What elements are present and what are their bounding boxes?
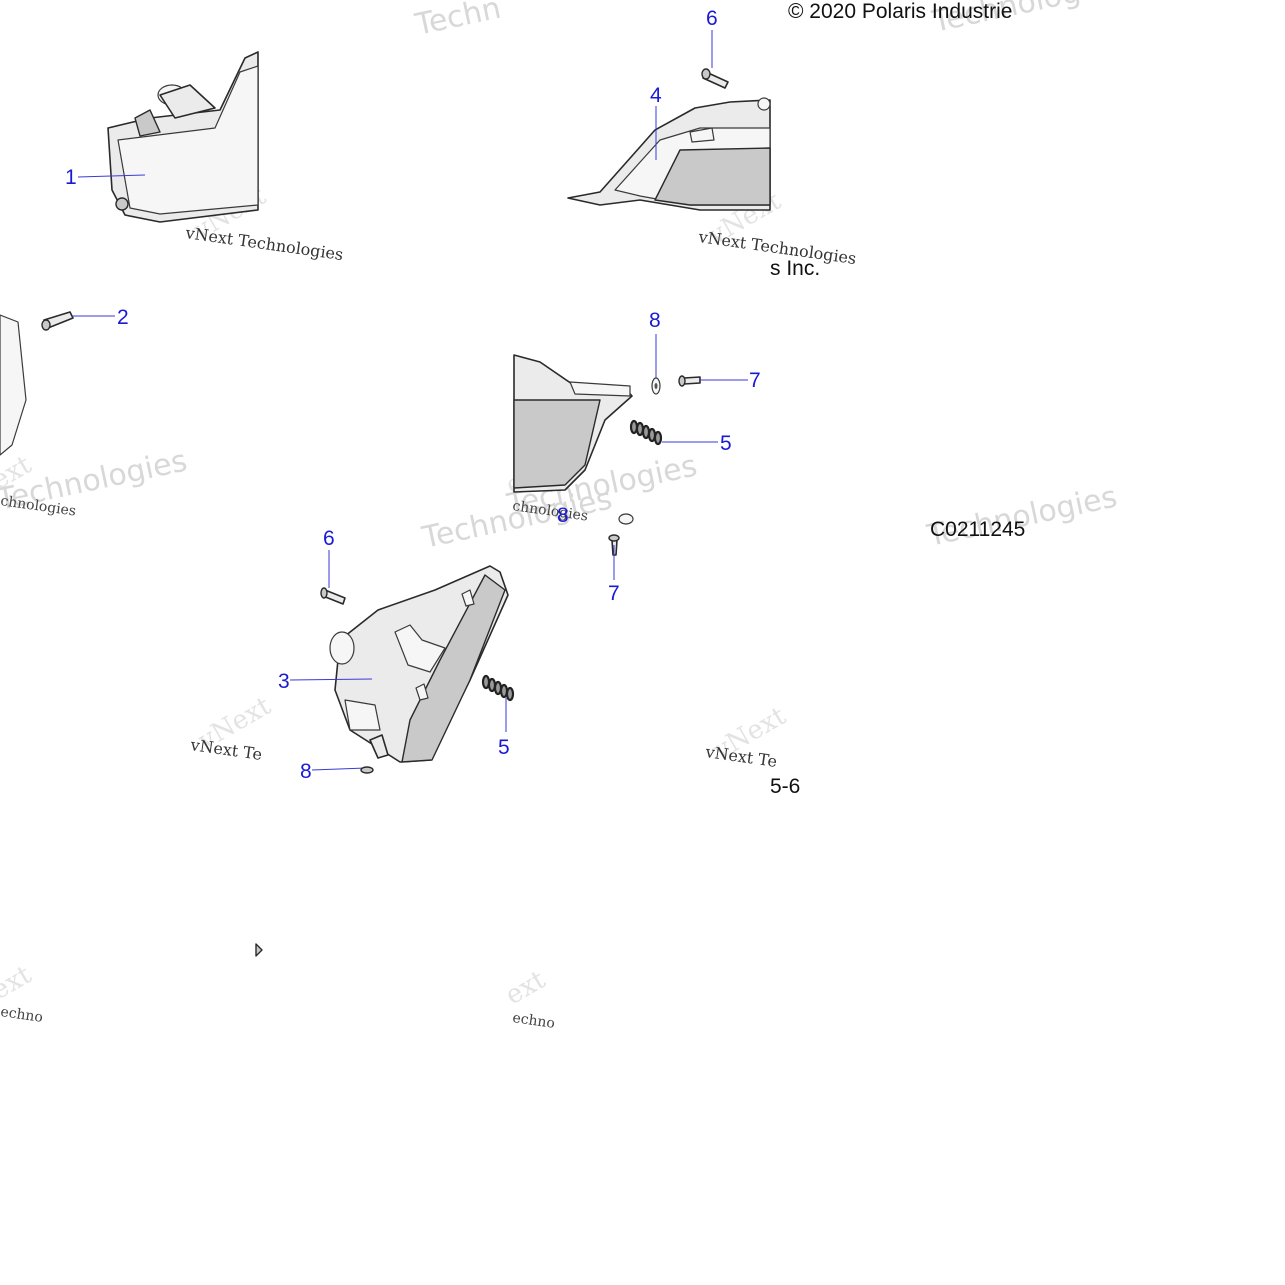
part-screw-2: [0, 311, 74, 456]
callout-5a: 5: [720, 432, 732, 455]
callout-4: 4: [650, 84, 662, 107]
callout-2: 2: [117, 306, 129, 329]
part-headlight-3: [329, 565, 509, 763]
part-bolt-6-center: [320, 587, 346, 605]
watermark-ext: ext: [0, 960, 37, 1007]
page-fragment: 5-6: [770, 775, 800, 798]
part-bolt-6-top: [701, 68, 729, 89]
watermark-vnext-text: vNext Te: [188, 735, 263, 764]
part-headlight-4: [567, 97, 771, 211]
part-washer-8-center: [360, 766, 374, 774]
part-spring-5-center: [481, 674, 515, 702]
part-washer-8: [651, 377, 661, 395]
drawing-id: C0211245: [930, 518, 1025, 541]
watermark-vnext-text: vNext Te: [703, 742, 778, 771]
part-screw-7: [678, 375, 701, 387]
callout-7b: 7: [608, 582, 620, 605]
leader-line-1: [77, 174, 146, 178]
leader-line-8c: [311, 767, 367, 771]
callout-3: 3: [278, 670, 290, 693]
watermark-technologies: Techn: [411, 0, 504, 43]
copyright-fragment: s Inc.: [770, 257, 820, 280]
callout-6a: 6: [706, 7, 718, 30]
watermark-technologies-small: echno: [0, 1004, 44, 1026]
callout-8b: 8: [557, 504, 569, 527]
watermark-technologies-small: echno: [511, 1010, 555, 1032]
watermark-vnext-text: vNext Technologies: [183, 223, 344, 264]
callout-7a: 7: [749, 369, 761, 392]
callout-5b: 5: [498, 736, 510, 759]
copyright-text: © 2020 Polaris Industrie: [788, 0, 1012, 23]
part-fragment-small: [255, 943, 263, 957]
callout-8a: 8: [649, 309, 661, 332]
watermark-technologies: Technologies: [923, 480, 1120, 555]
callout-1: 1: [65, 166, 77, 189]
part-spring-5: [629, 419, 663, 446]
leader-line-3: [289, 678, 373, 681]
part-headlight-housing-1: [107, 51, 259, 223]
callout-8c: 8: [300, 760, 312, 783]
part-headlight-fragment: [513, 354, 633, 493]
part-washer-8-lower: [618, 513, 634, 525]
watermark-ext: ext: [501, 965, 552, 1012]
callout-6b: 6: [323, 527, 335, 550]
